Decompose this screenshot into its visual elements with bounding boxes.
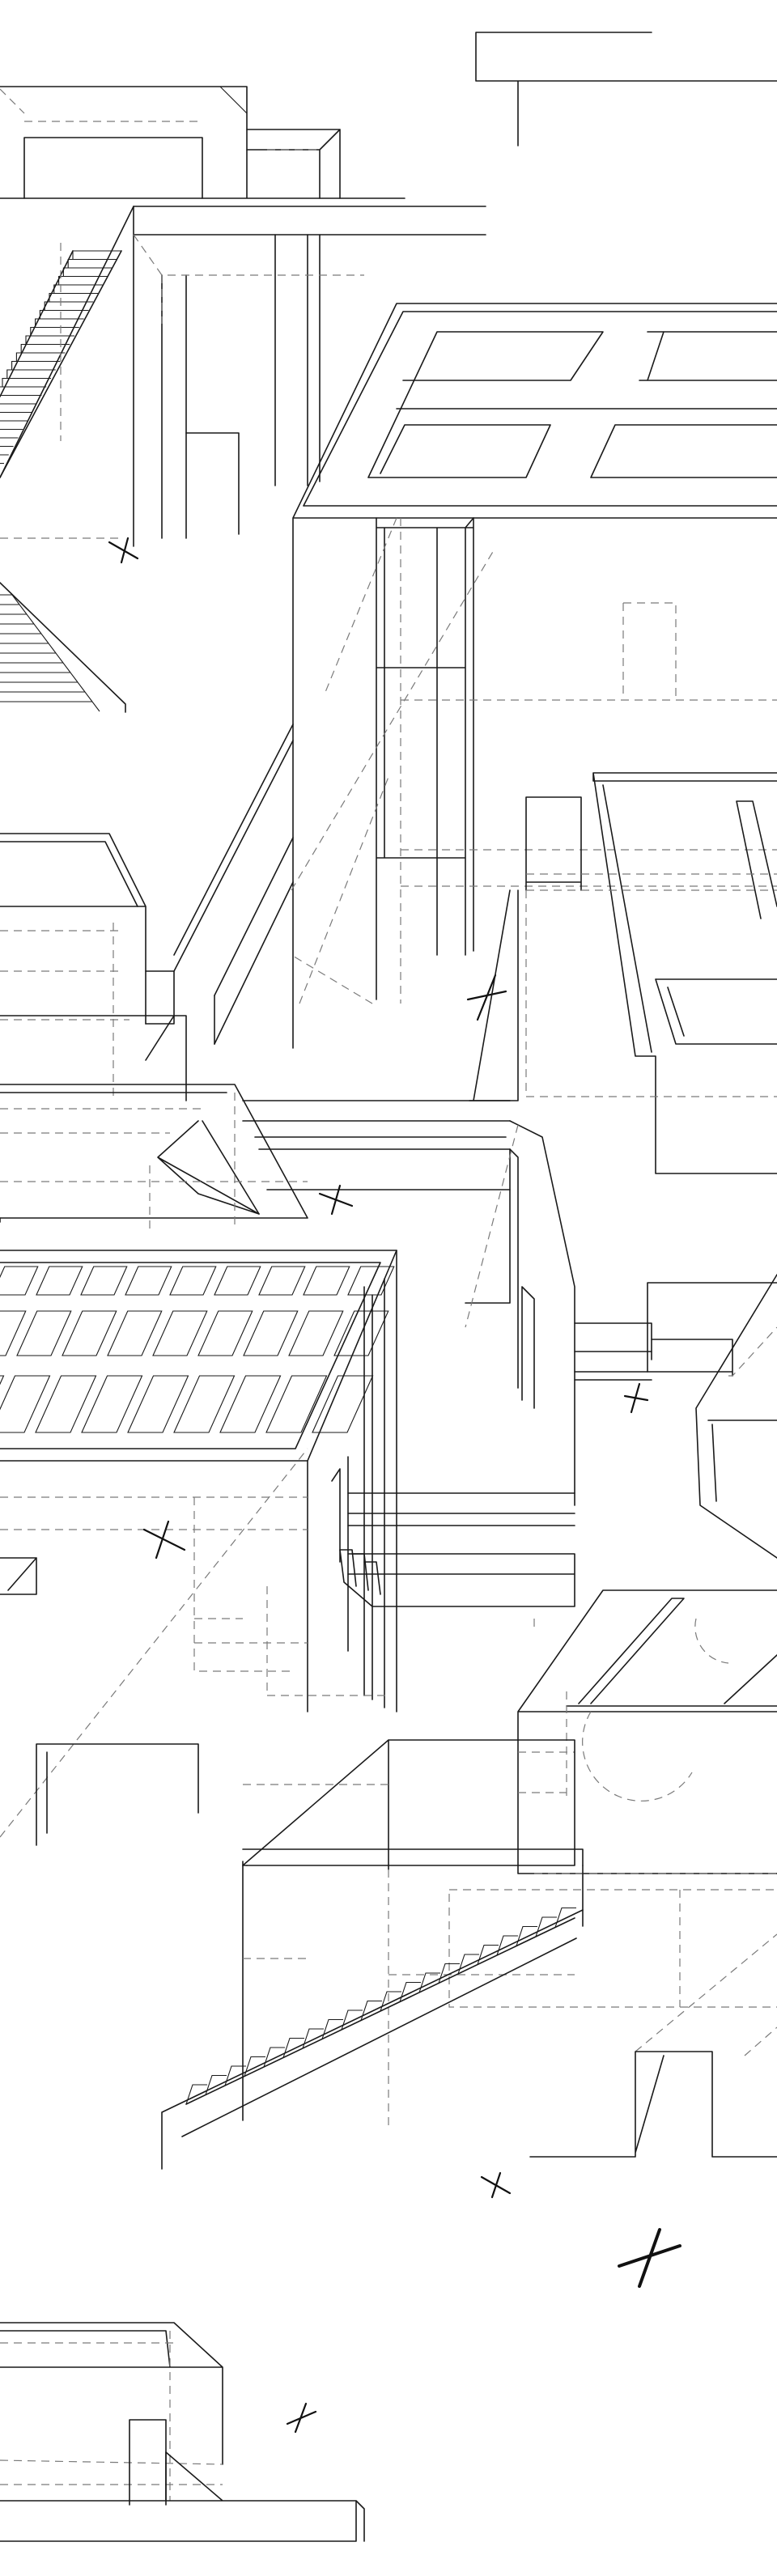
bridge-walkway — [242, 1100, 575, 1506]
left-block-middle — [0, 833, 187, 1101]
skylight-0-8 — [347, 1266, 395, 1296]
skylight-0-5 — [214, 1266, 261, 1296]
stair-lower-left — [0, 582, 126, 713]
skylight-2-4 — [127, 1375, 189, 1433]
skylight-1-2 — [62, 1310, 117, 1356]
skylight-0-4 — [169, 1266, 217, 1296]
skylight-1-4 — [152, 1310, 208, 1356]
corner-fragment-top-right — [475, 32, 777, 146]
skylight-0-7 — [303, 1266, 350, 1296]
rooftop-block-top-left — [0, 86, 405, 199]
skylight-2-1 — [0, 1375, 51, 1433]
central-tower — [291, 303, 777, 1049]
skylight-0-6 — [258, 1266, 306, 1296]
bottom-left-block — [0, 2322, 365, 2542]
skylight-roof — [0, 1084, 397, 1846]
skylight-1-5 — [197, 1310, 253, 1356]
skylight-0-3 — [125, 1266, 172, 1296]
skylight-0-2 — [80, 1266, 128, 1296]
skylight-0-1 — [36, 1266, 83, 1296]
skylight-0-0 — [0, 1266, 39, 1296]
skylight-2-7 — [265, 1375, 328, 1433]
skylight-1-6 — [243, 1310, 299, 1356]
skylight-1-1 — [16, 1310, 72, 1356]
stair-stringer — [181, 1917, 577, 2137]
court-block — [448, 1589, 777, 2008]
stair-steps — [0, 594, 100, 712]
skylight-2-5 — [173, 1375, 236, 1433]
skylight-1-0 — [0, 1310, 27, 1356]
bridge-right — [339, 1492, 575, 1607]
right-pavilion — [469, 772, 777, 1174]
skylight-2-6 — [219, 1375, 282, 1433]
stair-steps — [185, 1907, 576, 2105]
right-blocks — [574, 1274, 777, 1559]
lower-box-stair — [161, 1739, 584, 2170]
skylight-2-8 — [312, 1375, 374, 1433]
stair-upper-left — [0, 206, 486, 564]
skylight-2-3 — [81, 1375, 143, 1433]
skylight-2-2 — [35, 1375, 97, 1433]
doorway-fragment — [480, 1933, 777, 2288]
skylight-1-7 — [288, 1310, 344, 1356]
diagonal-beams — [173, 724, 294, 1045]
skylight-1-8 — [333, 1310, 389, 1356]
skylight-1-3 — [107, 1310, 163, 1356]
